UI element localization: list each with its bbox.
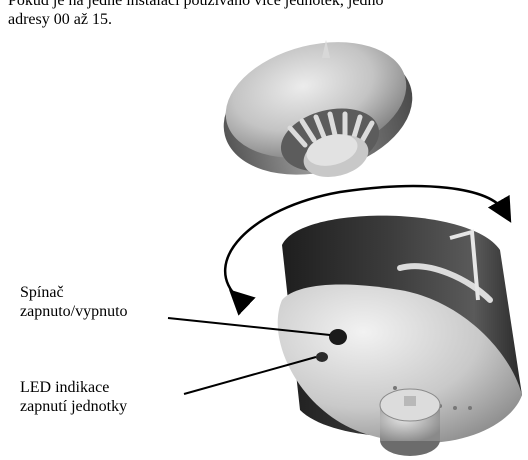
led-label: LED indikace zapnutí jednotky: [20, 378, 127, 416]
switch-label: Spínač zapnuto/vypnuto: [20, 283, 128, 321]
led-label-line-1: LED indikace: [20, 378, 127, 397]
power-led: [316, 352, 328, 362]
mounting-base: [278, 216, 522, 456]
power-switch: [329, 329, 347, 345]
led-label-line-2: zapnutí jednotky: [20, 397, 127, 416]
switch-label-line-1: Spínač: [20, 283, 128, 302]
detector-head: [210, 24, 425, 193]
switch-label-line-2: zapnuto/vypnuto: [20, 302, 128, 321]
